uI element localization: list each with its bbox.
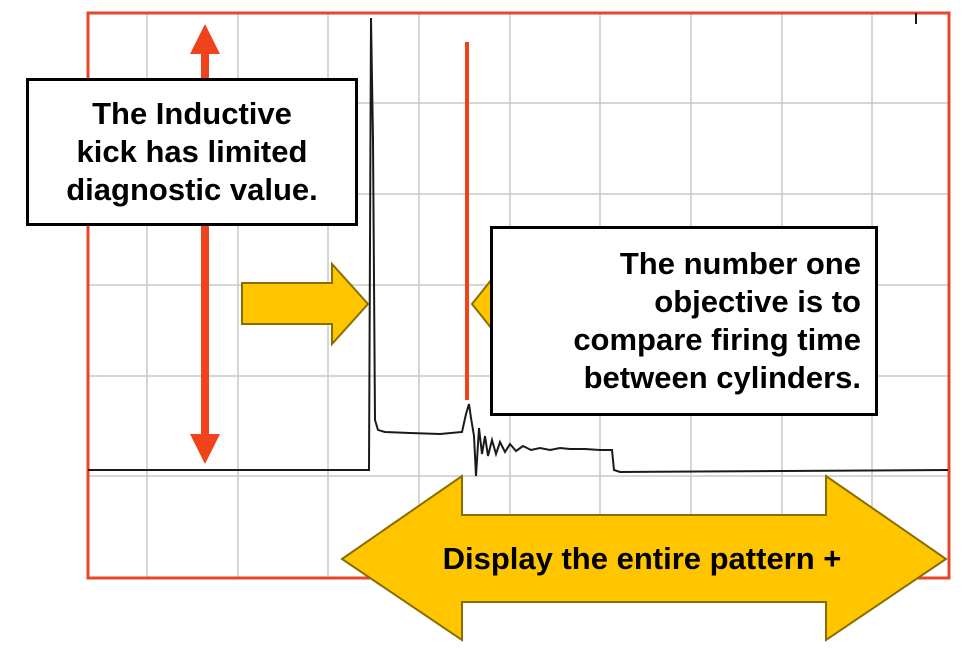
firing-time-objective-callout: The number one objective is to compare f… xyxy=(490,226,878,416)
callout-right-line-4: between cylinders. xyxy=(583,359,861,395)
ignition-waveform-trace xyxy=(88,17,949,477)
callout-right-line-3: compare firing time xyxy=(573,322,861,357)
callout-left-line-3: diagnostic value. xyxy=(66,171,318,207)
inductive-kick-callout: The Inductive kick has limited diagnosti… xyxy=(26,78,358,226)
callout-right-line-1: The number one xyxy=(619,246,861,282)
right-arrow-icon xyxy=(241,261,370,347)
double-headed-arrow-icon xyxy=(190,24,220,464)
callout-left-line-2: kick has limited xyxy=(76,134,308,170)
horizontal-double-arrow-icon xyxy=(340,474,948,642)
callout-right-line-2: objective is to xyxy=(654,284,861,320)
callout-left-line-1: The Inductive xyxy=(92,96,292,132)
display-pattern-label: Display the entire pattern + xyxy=(442,541,842,576)
